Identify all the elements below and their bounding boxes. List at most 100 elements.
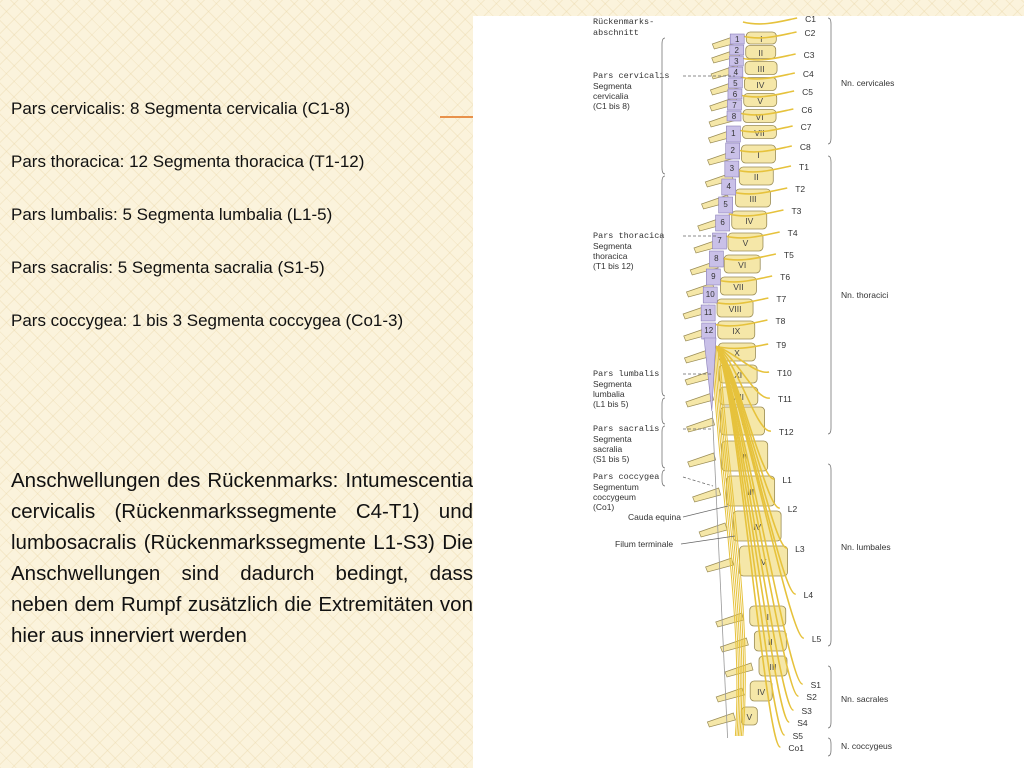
filum-terminale-label: Filum terminale [615, 539, 673, 549]
cauda-equina-strand [714, 345, 741, 737]
cord-segment [729, 33, 745, 45]
swellings-paragraph: Anschwellungen des Rückenmarks: Intumesc… [11, 465, 473, 651]
spinous-process [685, 392, 715, 408]
spinal-nerve [742, 17, 798, 25]
cord-segment-number: 11 [704, 308, 713, 317]
spinal-nerve [728, 209, 784, 217]
nerve-label: T2 [795, 184, 805, 194]
segment-coccygeal: Pars coccygea: 1 bis 3 Segmenta coccygea… [11, 311, 404, 330]
region-sub: Segmenta [593, 81, 632, 91]
nerve-label: C2 [805, 28, 816, 38]
nerve-label: C5 [802, 87, 813, 97]
vertebra-numeral: X [734, 348, 740, 358]
cord-segment [718, 196, 733, 214]
nerve-label: T7 [776, 294, 786, 304]
nerve-label: T8 [775, 316, 785, 326]
nerve-label: C1 [805, 16, 816, 24]
cauda-equina-strand [715, 345, 743, 737]
region-brace [661, 469, 666, 487]
vertebra-numeral: VI [738, 260, 746, 270]
cord-segment [728, 77, 743, 89]
region-sub: Segmenta [593, 379, 632, 389]
cord-segment-number: 9 [711, 272, 716, 281]
nerve-label: S3 [801, 706, 812, 716]
cauda-equina-strand [717, 345, 745, 737]
cord-segment [727, 99, 742, 111]
spinous-process [706, 712, 736, 728]
nerve-label: Co1 [788, 743, 804, 753]
vertebra-numeral: V [757, 96, 763, 106]
cord-segment-number: 6 [733, 90, 738, 99]
vertebra-numeral: V [761, 557, 767, 567]
cord-segment-number: 7 [717, 236, 722, 245]
vertebral-body [742, 109, 777, 123]
cord-segment-number: 3 [734, 57, 739, 66]
region-title: Pars sacralis [593, 424, 659, 434]
region-brace [661, 425, 666, 469]
nerve-label: T11 [778, 394, 792, 404]
vertebra-numeral: V [743, 238, 749, 248]
nerve-label: L4 [804, 590, 814, 600]
cauda-equina-strand [718, 345, 746, 737]
nerve-group-brace [827, 17, 832, 145]
segment-cervical: Pars cervicalis: 8 Segmenta cervicalia (… [11, 99, 351, 118]
vertebra-numeral: III [769, 662, 776, 672]
nerve-label: L5 [812, 634, 822, 644]
cord-segment [727, 88, 743, 100]
nerve-label: C8 [800, 142, 811, 152]
nerve-label: T9 [776, 340, 786, 350]
nerve-label: C3 [804, 50, 815, 60]
cord-segment [725, 142, 741, 160]
spinal-nerve [738, 108, 794, 116]
vertebra-numeral: IV [745, 216, 753, 226]
leader-line [682, 505, 729, 518]
region-brace [661, 37, 666, 175]
vertebra-numeral: IV [756, 80, 764, 90]
nerve-label: T10 [777, 368, 792, 378]
spinal-nerve [741, 53, 796, 61]
cord-segment [721, 178, 737, 196]
vertebra-numeral: I [767, 612, 769, 622]
nerve-label: S4 [797, 718, 808, 728]
nerve-label: S2 [806, 692, 817, 702]
vertebral-body [741, 144, 776, 164]
cord-segment-number: 1 [735, 35, 740, 44]
spinous-process [692, 487, 722, 503]
cord-segment-number: 6 [720, 218, 725, 227]
nerve-label: T12 [779, 427, 794, 437]
cord-segment [729, 55, 744, 67]
region-title: Pars thoracica [593, 231, 664, 241]
nerve-group-label: Nn. lumbales [841, 542, 891, 552]
cord-segment-number: 7 [732, 101, 737, 110]
region-title: Pars cervicalis [593, 71, 670, 81]
nerve-group-brace [827, 665, 832, 729]
vertebra-numeral: III [749, 194, 756, 204]
nerve-label: L3 [795, 544, 805, 554]
cord-segment-number: 8 [714, 254, 719, 263]
nerve-label: C6 [801, 105, 812, 115]
vertebra-numeral: VI [756, 112, 764, 122]
spinal-nerve [724, 231, 780, 239]
spinal-nerve [736, 165, 792, 173]
nerve-group-brace [827, 737, 832, 757]
region-sub: (S1 bis 5) [593, 454, 630, 464]
spinal-nerve [713, 297, 769, 305]
region-title: Pars lumbalis [593, 369, 659, 379]
nerve-label: S5 [793, 731, 804, 741]
swellings-heading: Anschwellungen des Rückenmarks: [11, 469, 339, 492]
segment-thoracic: Pars thoracica: 12 Segmenta thoracica (T… [11, 152, 365, 171]
spinal-nerve [732, 187, 788, 195]
vertebral-column: IIIIIIIVVVIVIIIIIIIIIVVVIVIIVIIIIXXXIXII… [682, 31, 788, 728]
spinal-nerve [740, 72, 796, 80]
cord-segment [728, 66, 744, 78]
conus-medullaris [703, 337, 717, 412]
region-sub: (L1 bis 5) [593, 399, 629, 409]
cord-segment [709, 250, 724, 268]
region-sub: Segmentum [593, 482, 639, 492]
vertebra-numeral: VIII [729, 304, 742, 314]
cauda-equina-strand [713, 345, 740, 737]
spinal-nerve [739, 90, 795, 98]
swellings-body: Intumescentia cervicalis (Rückenmarksseg… [11, 469, 474, 647]
